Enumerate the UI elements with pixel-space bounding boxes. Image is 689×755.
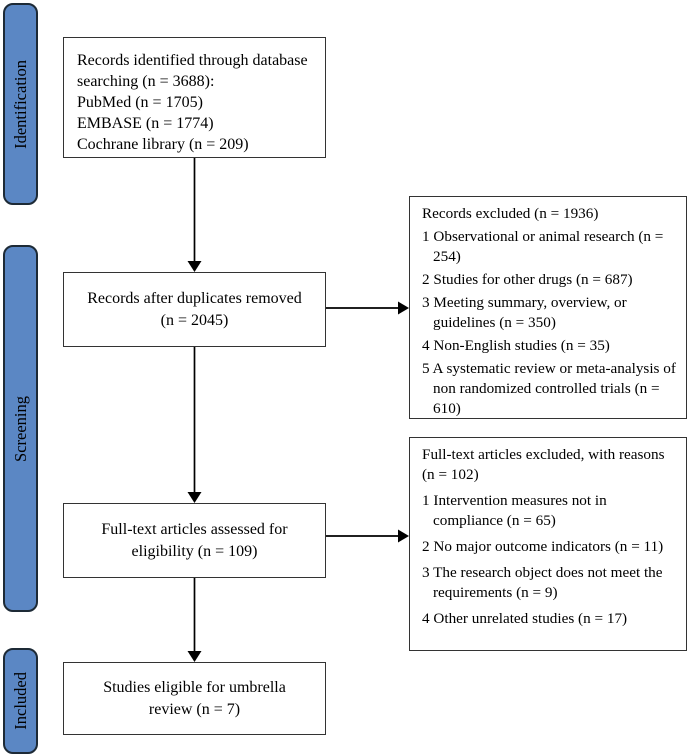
stage-label-text: Screening — [10, 395, 30, 462]
exclusion-item: 1 Observational or animal research (n = … — [422, 228, 664, 265]
arrow-assessed-to-eligible — [187, 578, 202, 662]
box-studies-eligible: Studies eligible for umbrella review (n … — [63, 662, 326, 735]
text-line: Records identified through database — [77, 52, 308, 69]
box-records-identified: Records identified through database sear… — [63, 37, 326, 158]
arrow-duplicates-to-assessed — [187, 347, 202, 503]
text-line: Full-text articles assessed for — [101, 520, 288, 538]
exclusion-item: 4 Non-English studies (n = 35) — [422, 337, 610, 354]
exclusion-item: 2 Studies for other drugs (n = 687) — [422, 271, 633, 288]
exclusion-item: 5 A systematic review or meta-analysis o… — [422, 360, 676, 417]
exclusion-item: 2 No major outcome indicators (n = 11) — [422, 538, 664, 555]
box-fulltext-assessed: Full-text articles assessed for eligibil… — [63, 503, 326, 578]
text-line: (n = 2045) — [160, 311, 229, 329]
exclusion-item: 1 Intervention measures not in complianc… — [422, 492, 607, 529]
text-line: Studies eligible for umbrella — [103, 678, 286, 696]
box-fulltext-excluded: Full-text articles excluded, with reason… — [409, 437, 687, 651]
text-line: review (n = 7) — [148, 700, 241, 718]
arrow-assessed-to-fulltext-excluded — [326, 529, 409, 543]
text-line: Records after duplicates removed — [87, 289, 302, 307]
stage-label-text: Included — [10, 672, 30, 730]
exclusion-title: Records excluded (n = 1936) — [422, 205, 599, 222]
exclusion-item: 4 Other unrelated studies (n = 17) — [422, 610, 628, 627]
exclusion-title: Full-text articles excluded, with reason… — [422, 446, 665, 483]
box-duplicates-removed: Records after duplicates removed (n = 20… — [63, 272, 326, 347]
text-line: EMBASE (n = 1774) — [77, 115, 214, 132]
box-records-excluded: Records excluded (n = 1936) 1 Observatio… — [409, 196, 687, 419]
arrow-identified-to-duplicates — [187, 158, 202, 272]
stage-label-included: Included — [3, 648, 38, 754]
stage-label-screening: Screening — [3, 245, 38, 612]
text-line: Cochrane library (n = 209) — [77, 136, 249, 153]
stage-label-identification: Identification — [3, 3, 38, 205]
text-line: eligibility (n = 109) — [131, 542, 258, 560]
arrow-duplicates-to-records-excluded — [326, 301, 409, 315]
text-line: searching (n = 3688): — [77, 73, 215, 90]
text-line: PubMed (n = 1705) — [77, 94, 203, 111]
stage-label-text: Identification — [10, 59, 30, 149]
exclusion-item: 3 Meeting summary, overview, or guidelin… — [422, 294, 627, 331]
exclusion-item: 3 The research object does not meet the … — [422, 564, 663, 601]
